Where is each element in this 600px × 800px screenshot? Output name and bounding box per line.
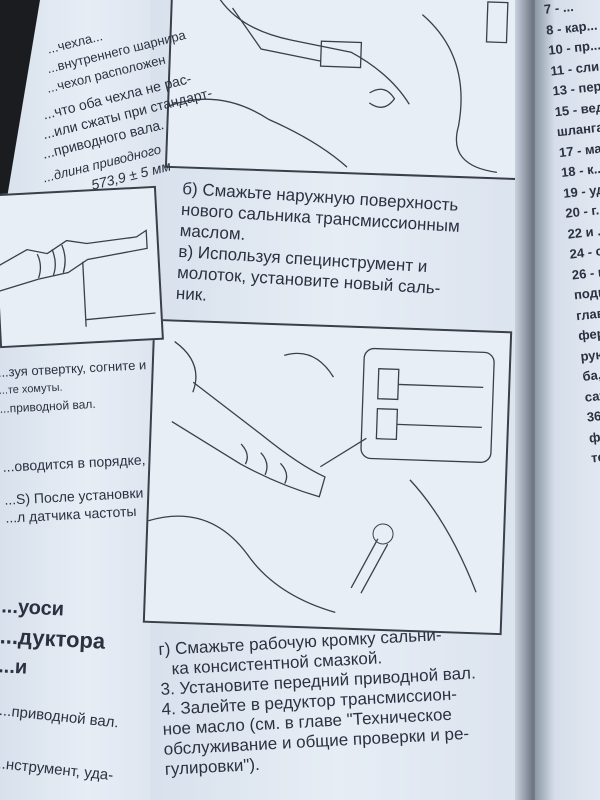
- seal-installation-drawing: [148, 341, 495, 613]
- left-page-column: [0, 0, 175, 800]
- top-figure: [164, 0, 526, 181]
- steps-g-3-4: г) Смажьте рабочую кромку сальни- ка кон…: [158, 625, 477, 779]
- middle-page-column: б) Смажьте наружную поверхность нового с…: [142, 0, 526, 800]
- seal-installation-figure: [142, 318, 513, 636]
- seal-removal-drawing: [168, 0, 509, 174]
- right-page-column: 7 - ...8 - кар...10 - пр...11 - сли...13…: [535, 0, 600, 800]
- steps-b-v: б) Смажьте наружную поверхность нового с…: [175, 178, 461, 305]
- legend-list: 7 - ...8 - кар...10 - пр...11 - сли...13…: [543, 0, 600, 469]
